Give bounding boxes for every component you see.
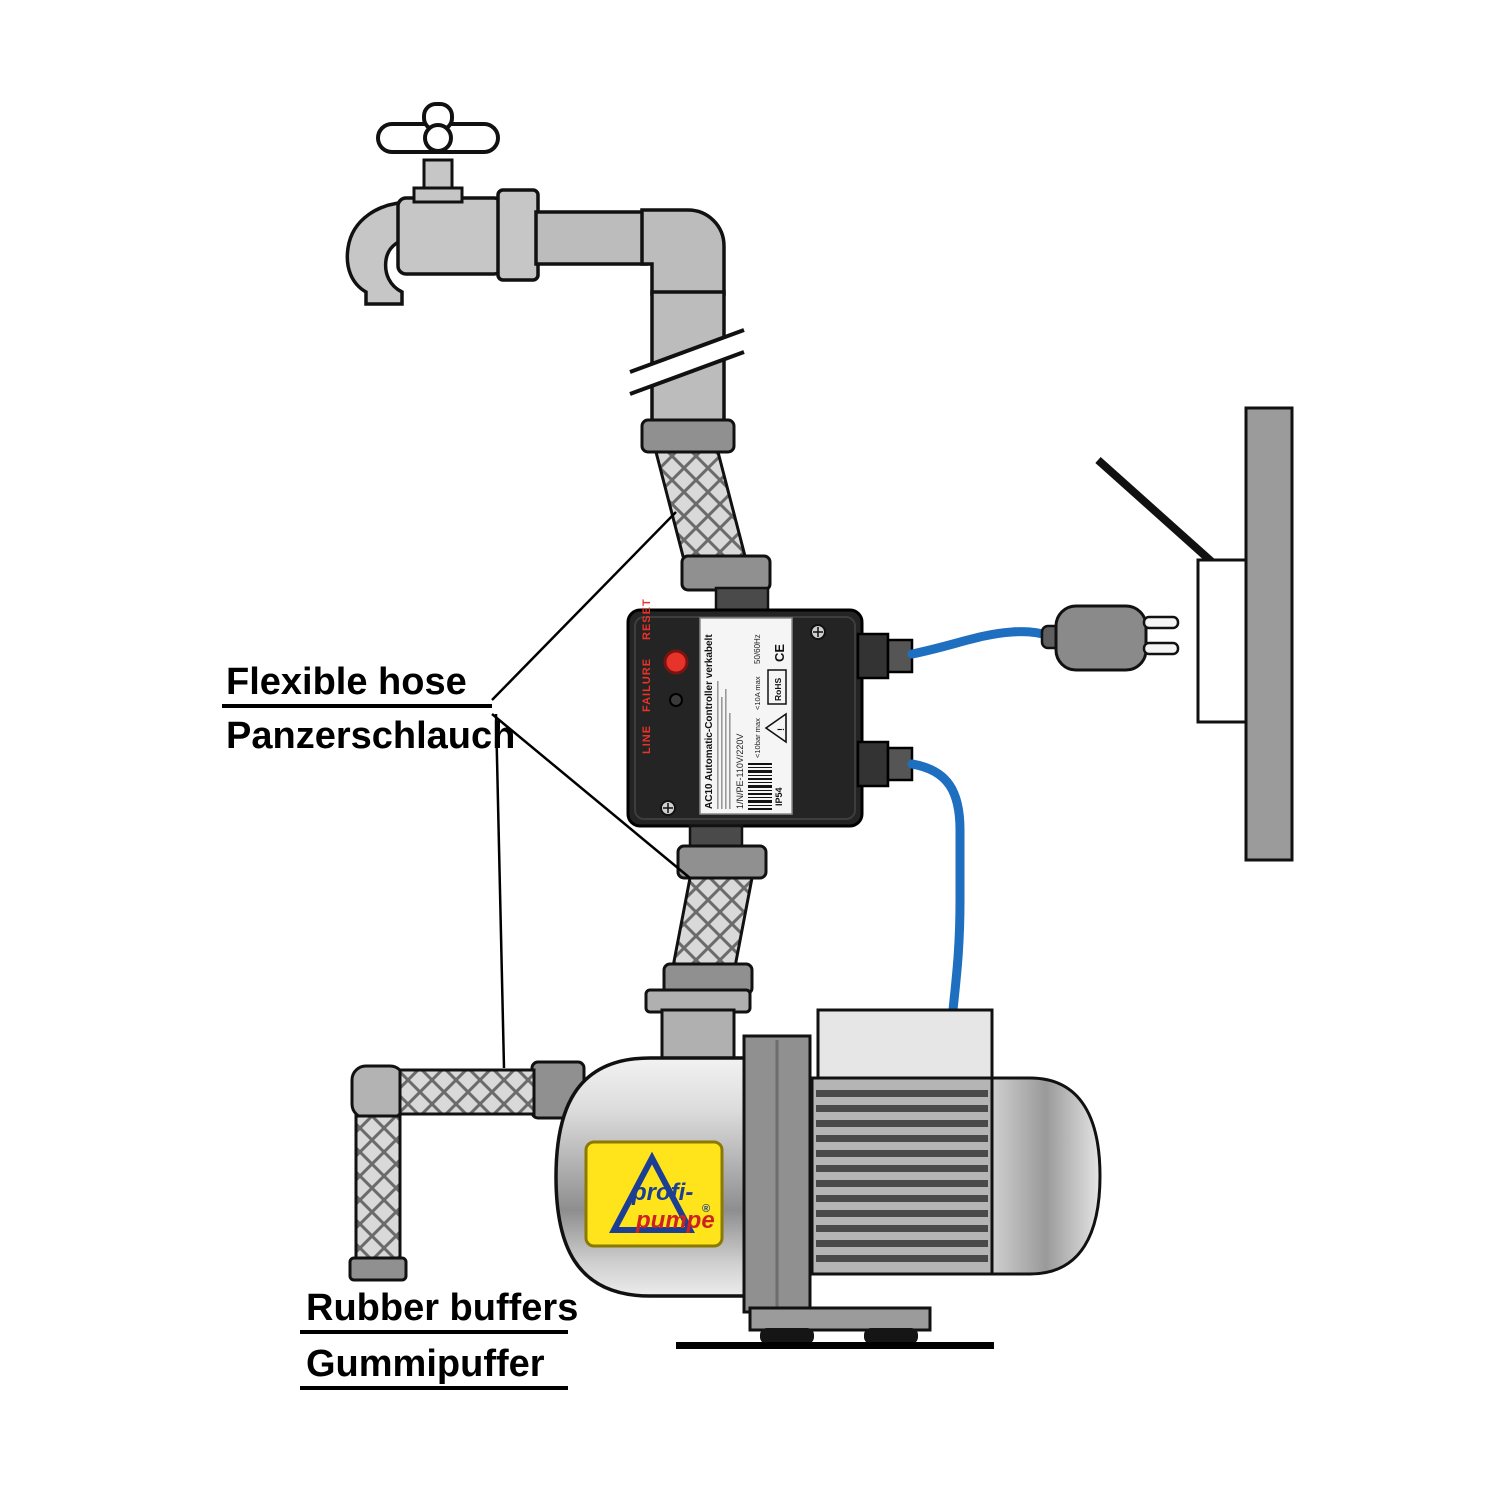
- rubber-buffers-label-en: Rubber buffers: [306, 1287, 578, 1329]
- motor-terminal-box: [816, 1008, 994, 1082]
- pump-assembly: profi- pumpe ®: [530, 988, 1102, 1349]
- motor-cooling-fins: [816, 1090, 988, 1262]
- rubber-foot: [864, 1328, 918, 1344]
- pointer-line: [491, 713, 691, 879]
- pipe-break-mark: [629, 328, 745, 396]
- flexible-hose-label-en: Flexible hose: [226, 661, 467, 703]
- pipe-union-coupling: [640, 418, 736, 454]
- warning-exclamation: !: [776, 728, 786, 731]
- flexible-hose-middle: [670, 876, 754, 974]
- hose-end-cap: [348, 1256, 408, 1282]
- pointer-line: [494, 713, 506, 1069]
- indicator-labels: LINE FAILURE RESET: [641, 598, 653, 754]
- automatic-controller: LINE FAILURE RESET AC10 Automatic-Contro…: [626, 598, 914, 828]
- pipe-elbow: [640, 208, 726, 296]
- screw-icon: [810, 624, 826, 640]
- underline: [300, 1330, 568, 1334]
- cable-gland-bottom: [856, 740, 914, 788]
- cable-gland-top: [856, 632, 914, 680]
- controller-product-label: AC10 Automatic-Controller verkabelt: [704, 634, 715, 809]
- power-cable-to-motor: [907, 759, 965, 1015]
- screw-icon: [660, 800, 676, 816]
- fine-print-lines: [717, 681, 731, 809]
- hose-coupling: [680, 554, 772, 592]
- controller-inlet-stub: [714, 586, 770, 614]
- wall-edge-line: [1095, 457, 1215, 565]
- plug-body: [1054, 604, 1148, 672]
- pipe-horizontal: [534, 210, 648, 266]
- pointer-line: [491, 511, 677, 701]
- logo-registered-mark: ®: [702, 1203, 710, 1215]
- rubber-buffers-label-de: Gummipuffer: [306, 1343, 545, 1385]
- wall-mount-board: [1244, 406, 1294, 862]
- left-suction-hose: [348, 1064, 536, 1282]
- pump-foot: [748, 1306, 932, 1332]
- controller-max-pressure: <10bar max: [753, 718, 762, 758]
- flexible-hose-label-de: Panzerschlauch: [226, 715, 515, 757]
- motor-end-cap: [990, 1076, 1102, 1276]
- indicator-led: [669, 693, 683, 707]
- outlet-plate: [1196, 558, 1248, 724]
- underline: [300, 1386, 568, 1390]
- ground-line: [676, 1342, 994, 1349]
- controller-frequency: 50/60Hz: [753, 634, 762, 664]
- controller-housing-highlight: [634, 616, 856, 820]
- flexible-hose-left-horizontal: [398, 1068, 536, 1116]
- controller-ip-rating: IP54: [774, 787, 784, 806]
- wall-outlet-area: [1040, 406, 1294, 862]
- controller-power-rating: 1/N/PE-110V/220V: [735, 734, 745, 809]
- controller-max-current: <10A max: [753, 676, 762, 710]
- indicator-reset-label: RESET: [641, 598, 653, 640]
- plug-pin: [1142, 615, 1180, 630]
- tap-handle-icon: [376, 102, 500, 154]
- rubber-foot: [760, 1328, 814, 1344]
- logo-text-top: profi-: [631, 1179, 693, 1206]
- pump-logo: profi- pumpe ®: [584, 1140, 724, 1248]
- indicator-line-label: LINE: [641, 725, 653, 754]
- rohs-label: RoHS: [773, 678, 783, 701]
- pump-inlet-neck: [660, 1008, 736, 1066]
- barcode-icon: [748, 763, 772, 810]
- flexible-hose-upper: [654, 450, 748, 562]
- tap-assembly: [345, 102, 540, 306]
- underline: [222, 704, 492, 708]
- rohs-mark: RoHS: [767, 669, 787, 705]
- annotation-flexible-hose: Flexible hose Panzerschlauch: [222, 661, 515, 757]
- annotation-pointer-lines: [491, 511, 691, 1069]
- annotation-rubber-buffers: Rubber buffers Gummipuffer: [300, 1287, 578, 1390]
- middle-hose-run: [662, 824, 768, 996]
- warning-triangle-icon: !: [764, 712, 787, 744]
- logo-text-bottom: pumpe: [635, 1207, 715, 1234]
- power-plug: [1040, 604, 1180, 672]
- tap-body: [396, 196, 504, 276]
- controller-label: AC10 Automatic-Controller verkabelt 1/N/…: [699, 617, 793, 815]
- ce-mark: CE: [772, 644, 787, 662]
- flexible-hose-left-vertical: [354, 1114, 402, 1262]
- indicator-failure-label: FAILURE: [641, 658, 653, 712]
- tap-flange: [496, 188, 540, 282]
- reset-button[interactable]: [663, 649, 689, 675]
- top-piping: [534, 208, 772, 614]
- logo-triangle-icon: [609, 1151, 695, 1233]
- hose-coupling: [676, 844, 768, 880]
- hose-elbow-corner: [350, 1064, 406, 1120]
- power-cable-to-plug: [907, 627, 1055, 659]
- plug-pin: [1142, 641, 1180, 656]
- tap-collar: [412, 186, 464, 204]
